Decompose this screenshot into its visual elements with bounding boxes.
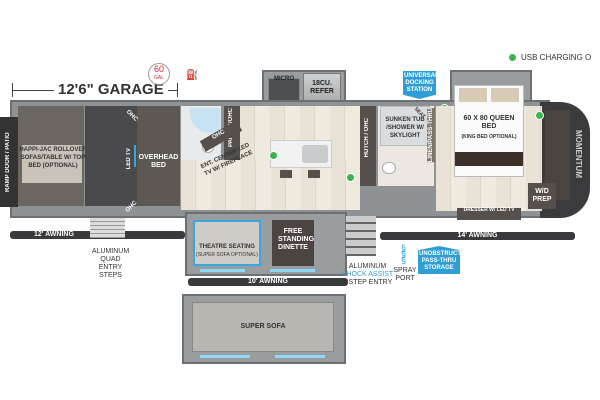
microwave-label: MICRO <box>274 76 294 82</box>
led-tv-label: LED TV <box>126 148 132 170</box>
bed-note: (KING BED OPTIONAL) <box>461 134 517 140</box>
awning-14: 14' AWNING <box>380 232 575 240</box>
quad-entry-steps <box>90 218 125 238</box>
tub-label: SUNKEN TUB /SHOWER w/ SKYLIGHT <box>385 117 425 139</box>
theatre-seating <box>193 220 261 266</box>
usb-legend-label: USB CHARGING O <box>521 53 592 63</box>
garage-floor <box>85 106 137 206</box>
usb-charging-dot <box>269 151 278 160</box>
usb-charging-dot <box>535 111 544 120</box>
overhead-bed-label: OVERHEAD BED <box>138 154 179 169</box>
refrigerator-label: 18CU. REFER <box>310 80 334 95</box>
super-sofa <box>192 302 334 352</box>
dresser <box>457 208 521 220</box>
living-area <box>181 160 360 210</box>
four-step-entry[interactable] <box>346 216 376 256</box>
sofa-label: HAPPI-JAC ROLLOVER SOFAS/TABLE w/ TOP BE… <box>19 147 87 169</box>
usb-legend-dot <box>508 53 517 62</box>
ramp-door[interactable] <box>0 117 18 207</box>
overhead-bed <box>137 106 180 206</box>
garage-label: 12'6" GARAGE <box>54 81 168 98</box>
brand-logo: MOMENTUM <box>574 130 583 178</box>
docking-station-badge: UNIVERSAL DOCKING STATION <box>403 71 436 99</box>
bed-label: 60 x 80 QUEEN BED <box>463 115 515 130</box>
linen-label: LINEN/PASS-THRU <box>427 108 435 163</box>
awning-10: 10' AWNING <box>188 278 348 286</box>
free-standing-dinette <box>272 220 314 266</box>
spray-port-label: SPRAY PORT <box>393 267 417 282</box>
fuel-nozzle-icon: ⛽ <box>186 70 199 81</box>
hutch <box>360 106 376 186</box>
spray-hose-icon: §§§ <box>401 243 407 265</box>
garage-dimension: 12'6" GARAGE <box>12 81 178 98</box>
pass-thru-storage-badge: UNOBSTRUCTED PASS-THRU STORAGE <box>418 246 460 274</box>
wd-prep <box>528 183 556 209</box>
quad-steps-label: ALUMINUM QUAD ENTRY STEPS <box>91 248 130 279</box>
fuel-tank-badge: 60 GAL <box>148 63 170 85</box>
usb-charging-dot <box>346 173 355 182</box>
sunken-tub <box>380 106 430 146</box>
sink <box>302 145 328 163</box>
